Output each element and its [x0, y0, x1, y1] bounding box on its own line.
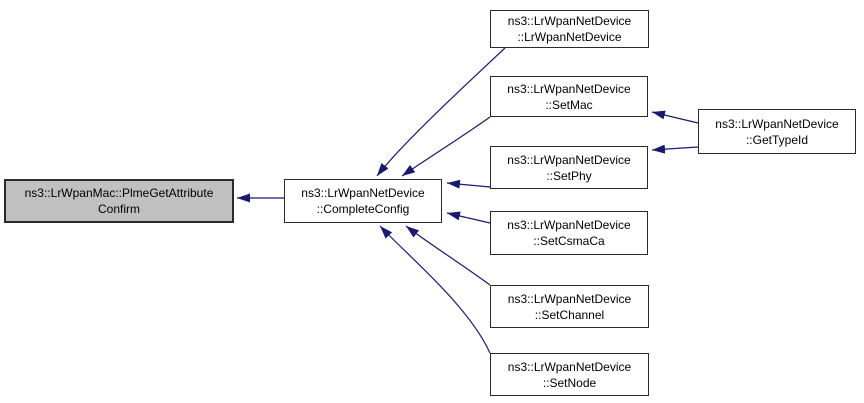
node-setmac[interactable]: ns3::LrWpanNetDevice ::SetMac — [490, 76, 648, 117]
node-plmegetattributeconfirm: ns3::LrWpanMac::PlmeGetAttribute Confirm — [4, 179, 234, 223]
node-setnode[interactable]: ns3::LrWpanNetDevice ::SetNode — [490, 353, 649, 396]
node-label-line2: ::GetTypeId — [745, 132, 809, 147]
node-label-line2: ::SetCsmaCa — [533, 234, 605, 248]
edge-setcsmaca-to-completeconfig — [446, 211, 491, 224]
node-gettypeid[interactable]: ns3::LrWpanNetDevice ::GetTypeId — [698, 109, 856, 154]
node-setphy[interactable]: ns3::LrWpanNetDevice ::SetPhy — [490, 146, 648, 189]
node-setchannel[interactable]: ns3::LrWpanNetDevice ::SetChannel — [490, 285, 649, 328]
node-label-line2: ::LrWpanNetDevice — [517, 30, 622, 44]
node-label-line2: ::SetNode — [542, 375, 597, 390]
edge-lrwpannetdevice-to-completeconfig — [376, 47, 506, 177]
edge-gettypeid-to-setphy — [651, 144, 699, 154]
node-setcsmaca[interactable]: ns3::LrWpanNetDevice ::SetCsmaCa — [490, 211, 648, 255]
node-label-line2: ::CompleteConfig — [316, 202, 410, 216]
edge-gettypeid-to-setmac — [651, 110, 699, 124]
node-label-line1: ns3::LrWpanNetDevice — [715, 116, 839, 131]
node-label-line2: ::SetChannel — [534, 307, 605, 322]
node-label-line1: ns3::LrWpanMac::PlmeGetAttribute — [24, 186, 214, 200]
edge-setphy-to-completeconfig — [446, 179, 491, 189]
node-label-line1: ns3::LrWpanNetDevice — [507, 152, 631, 167]
edge-setchannel-to-completeconfig — [405, 225, 491, 286]
edge-setnode-to-completeconfig — [379, 225, 491, 354]
node-label-line2: ::SetPhy — [546, 168, 592, 183]
node-label-line1: ns3::LrWpanNetDevice — [507, 14, 632, 28]
node-label-line1: ns3::LrWpanNetDevice — [507, 359, 632, 374]
node-label-line2: ::SetMac — [545, 97, 593, 112]
edge-setmac-to-completeconfig — [401, 116, 491, 177]
node-label-line2: Confirm — [97, 202, 140, 216]
node-label-line1: ns3::LrWpanNetDevice — [507, 291, 632, 306]
node-label-line1: ns3::LrWpanNetDevice — [507, 81, 631, 96]
node-label-line1: ns3::LrWpanNetDevice — [301, 186, 425, 200]
node-completeconfig[interactable]: ns3::LrWpanNetDevice ::CompleteConfig — [284, 179, 442, 223]
node-lrwpannetdevice-constructor[interactable]: ns3::LrWpanNetDevice ::LrWpanNetDevice — [490, 10, 649, 48]
node-label-line1: ns3::LrWpanNetDevice — [507, 218, 631, 232]
